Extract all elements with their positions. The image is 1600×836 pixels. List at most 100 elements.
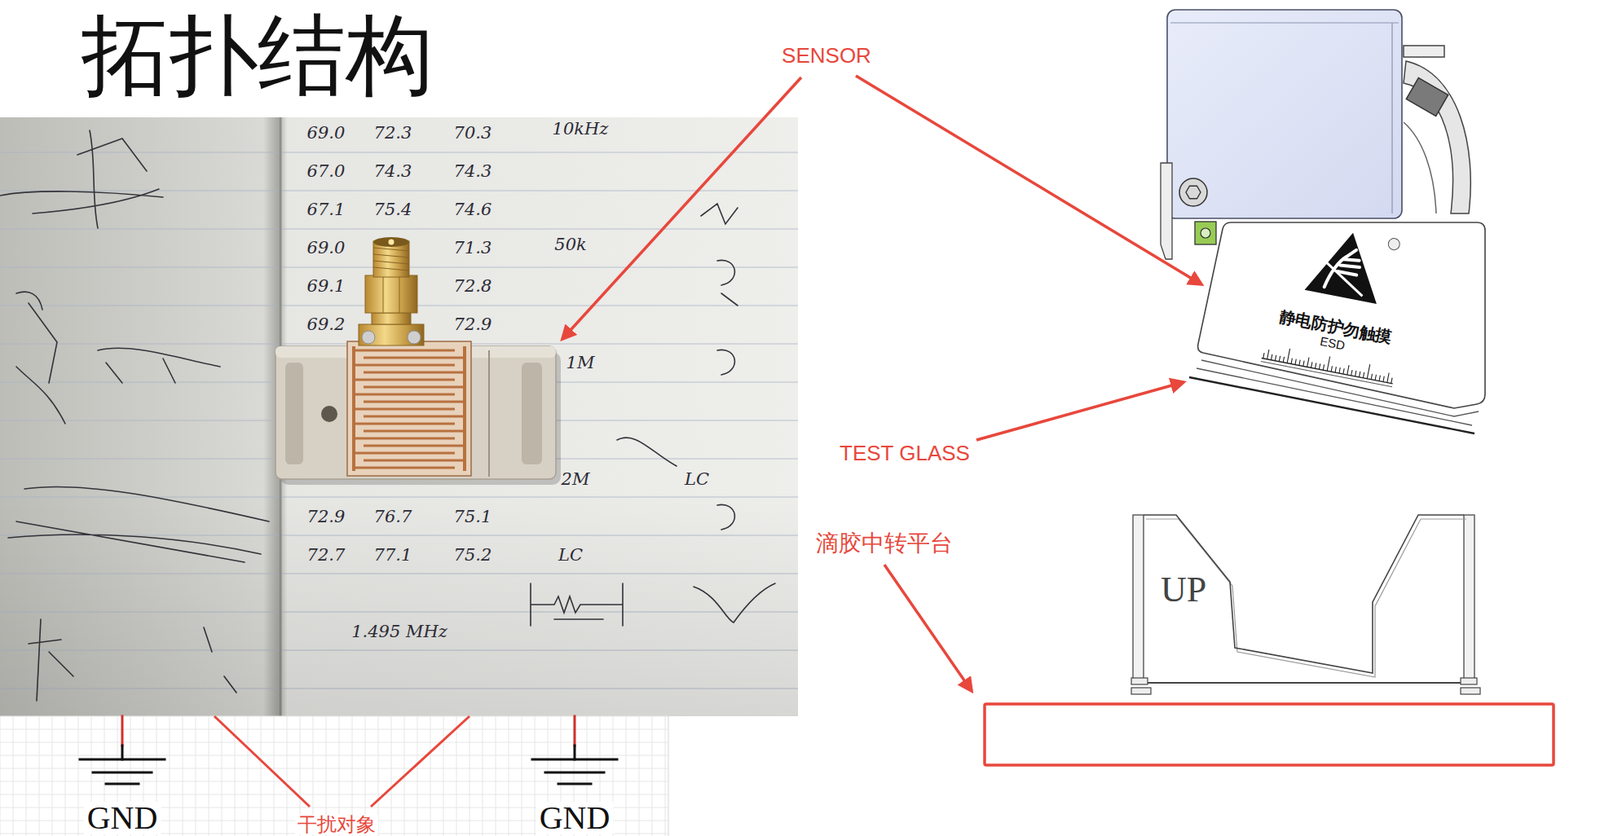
handwritten-note: 1.495 MHz <box>351 621 448 642</box>
ground-label: GND <box>536 802 614 835</box>
callout-label: SENSOR <box>781 44 872 69</box>
grid-line <box>482 716 484 836</box>
ruled-line <box>0 151 798 153</box>
handwritten-note: 75.4 <box>374 199 413 220</box>
grid-line <box>430 716 432 836</box>
handwritten-note: 1M <box>566 352 596 373</box>
handwritten-note: 50k <box>554 234 587 255</box>
handwritten-note: 75.1 <box>453 506 493 527</box>
grid-line <box>182 716 184 836</box>
electrode-finger <box>353 349 455 353</box>
handwritten-note: 70.3 <box>453 123 493 143</box>
handwritten-note: 72.8 <box>453 276 493 296</box>
page-title: 拓扑结构 <box>81 11 434 100</box>
electrode-finger <box>353 379 455 382</box>
electrode-finger <box>363 371 465 375</box>
ruled-line <box>0 189 798 191</box>
handwritten-note: 75.2 <box>453 545 493 565</box>
esd-icon <box>1304 223 1402 306</box>
electrode-finger <box>363 445 465 448</box>
grid-line <box>78 716 80 836</box>
grid-line <box>534 716 536 836</box>
handwritten-note: 74.6 <box>453 199 493 220</box>
electrode-finger <box>363 401 465 404</box>
handwritten-note: LC <box>684 469 710 490</box>
panel-outline <box>1198 222 1486 409</box>
holder-mechanism <box>1403 45 1471 214</box>
callout-label: 干扰对象 <box>295 815 379 835</box>
grid-line <box>469 716 471 836</box>
handwritten-note: 69.0 <box>307 238 346 258</box>
grid-line <box>169 716 171 836</box>
grid-line <box>495 716 497 836</box>
ruled-line <box>0 228 798 230</box>
handwritten-note: 10kHz <box>552 119 609 139</box>
handwritten-note: 74.3 <box>453 161 493 181</box>
electrode-finger <box>353 437 455 441</box>
node-label: UP <box>1160 569 1207 612</box>
grid-line <box>260 716 262 836</box>
electrode-finger <box>353 423 455 426</box>
bracket-foot <box>1131 678 1148 685</box>
leader-line <box>370 716 470 807</box>
schematic-sheet <box>0 716 669 836</box>
bracket-foot <box>1460 687 1481 695</box>
grid-line <box>286 716 288 836</box>
housing-slot <box>521 362 543 465</box>
electrode-finger <box>363 430 465 433</box>
grid-line <box>652 716 653 836</box>
grid-line <box>0 794 669 796</box>
grid-line <box>391 716 393 836</box>
grid-line <box>0 768 669 770</box>
handwritten-note: 76.7 <box>374 506 413 527</box>
handwritten-note: LC <box>558 545 583 565</box>
handwritten-note: 77.1 <box>374 545 413 565</box>
leader-arrow <box>976 382 1184 441</box>
grid-line <box>0 716 1 836</box>
grid-line <box>417 716 419 836</box>
grid-line <box>65 716 67 836</box>
callout-label: TEST GLASS <box>839 441 970 467</box>
grid-line <box>195 716 197 836</box>
sma-connector <box>358 237 424 346</box>
grid-line <box>208 716 210 836</box>
grid-line <box>0 781 669 783</box>
sensor-block <box>1160 9 1402 260</box>
grid-line <box>247 716 249 836</box>
grid-line <box>0 729 669 731</box>
node-text-group: UP <box>1160 569 1207 612</box>
leader-arrow <box>855 75 1202 285</box>
ruler-scale <box>1260 343 1396 388</box>
handwritten-note: 74.3 <box>374 161 413 181</box>
callout-label: 滴胶中转平台 <box>815 530 953 557</box>
leader-arrow <box>884 564 972 692</box>
photo-shadow <box>0 489 798 717</box>
grid-line <box>52 716 53 836</box>
panel-edge <box>1201 360 1479 417</box>
bracket-foot <box>1131 687 1151 695</box>
ground-symbol <box>79 716 165 785</box>
grid-line <box>13 716 14 836</box>
handwritten-note: 72.3 <box>374 123 413 143</box>
housing-slot <box>285 362 304 465</box>
grid-line <box>39 716 40 836</box>
grid-line <box>625 716 627 836</box>
side-plate <box>1463 515 1475 684</box>
sheet-edge <box>668 716 670 836</box>
grid-line <box>639 716 640 836</box>
grid-line <box>521 716 523 836</box>
electrode-finger <box>363 459 465 463</box>
side-plate <box>1132 515 1144 684</box>
handwritten-note: 72.7 <box>307 545 346 565</box>
handwritten-note: 71.3 <box>453 238 493 258</box>
fixture-bracket: UP <box>1131 511 1477 701</box>
electrode-finger <box>353 452 455 455</box>
grid-line <box>273 716 275 836</box>
handwritten-note: 67.0 <box>307 161 346 181</box>
electrode-finger <box>363 386 465 389</box>
housing-gap <box>488 350 490 477</box>
interdigital-electrode <box>353 346 465 472</box>
